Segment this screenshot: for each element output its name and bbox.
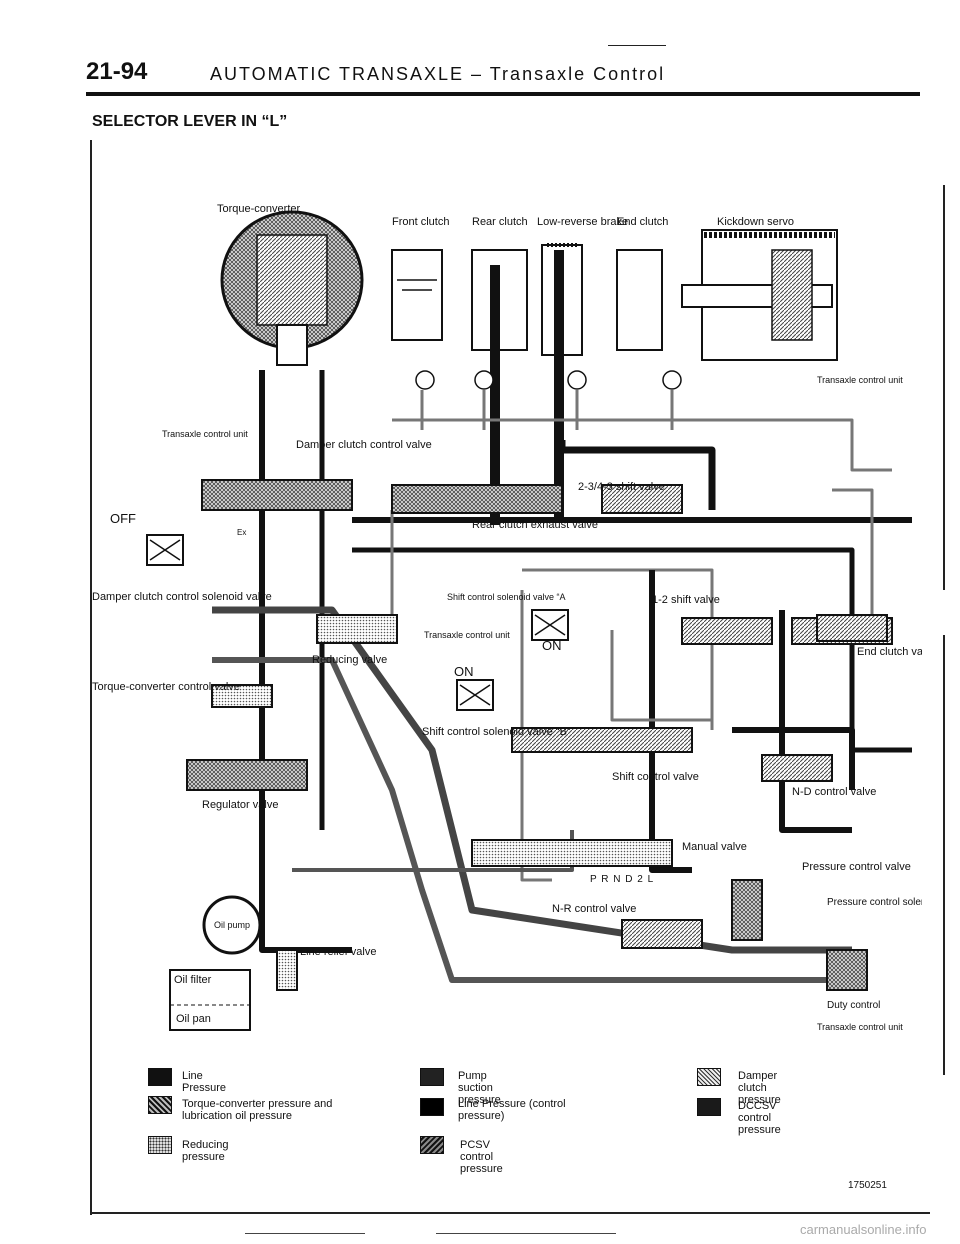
page-number: 21-94 bbox=[86, 58, 148, 85]
legend-swatch-dccsv bbox=[697, 1098, 721, 1116]
label-manual-valve: Manual valve bbox=[682, 841, 747, 853]
label-low-reverse-brake: Low-reverse brake bbox=[537, 216, 628, 228]
label-nd-control-valve: N-D control valve bbox=[792, 786, 876, 798]
regulator-valve-body bbox=[186, 759, 308, 791]
line-relief-valve bbox=[276, 949, 298, 991]
rear-clutch-assembly bbox=[471, 249, 528, 525]
bottom-rule bbox=[90, 1212, 930, 1214]
label-oil-pump: Oil pump bbox=[214, 920, 250, 930]
label-torque-converter: Torque-converter bbox=[217, 203, 300, 215]
manual-valve-body bbox=[471, 839, 673, 867]
label-shift-solenoid-b: Shift control solenoid valve “B” bbox=[422, 726, 571, 738]
label-shift-valve-12: 1-2 shift valve bbox=[652, 594, 720, 606]
nr-control-valve-body bbox=[621, 919, 703, 949]
kickdown-servo-assembly bbox=[681, 229, 838, 361]
label-damper-clutch-control-valve: Damper clutch control valve bbox=[296, 439, 432, 451]
legend-swatch-tc-pressure bbox=[148, 1096, 172, 1114]
label-shift-control-valve: Shift control valve bbox=[612, 771, 699, 783]
damper-clutch-control-valve-body bbox=[201, 479, 353, 511]
oil-filter-and-pan bbox=[169, 969, 251, 1031]
label-duty-control: Duty control bbox=[827, 1000, 880, 1011]
legend-swatch-pump-suction bbox=[420, 1068, 444, 1086]
oil-pump bbox=[202, 895, 262, 955]
legend-label-tc-pressure: Torque-converter pressure and lubricatio… bbox=[182, 1098, 333, 1122]
label-end-clutch: End clutch bbox=[617, 216, 668, 228]
shift-valve-234-3-body bbox=[391, 484, 683, 514]
front-clutch-assembly bbox=[391, 249, 443, 390]
figure-number: 1750251 bbox=[848, 1180, 887, 1191]
end-clutch-assembly bbox=[616, 249, 682, 390]
dccsv-solenoid bbox=[146, 534, 184, 566]
legend-label-reducing-pressure: Reducing pressure bbox=[182, 1139, 229, 1163]
section-title: SELECTOR LEVER IN “L” bbox=[92, 113, 288, 130]
label-on-1: ON bbox=[542, 638, 562, 653]
pressure-control-valve-body bbox=[731, 879, 763, 941]
label-shift-valve-234-3: 2-3/4-3 shift valve bbox=[578, 481, 665, 493]
legend-label-pcsv-pressure: PCSV control pressure bbox=[460, 1139, 503, 1175]
legend-swatch-pcsv-pressure bbox=[420, 1136, 444, 1154]
label-end-clutch-valve: End clutch valve bbox=[857, 646, 922, 658]
label-tcu-3: Transaxle control unit bbox=[424, 630, 510, 640]
label-front-clutch: Front clutch bbox=[392, 216, 449, 228]
label-pcsv: Pressure control solenoid valve bbox=[827, 897, 922, 908]
legend-swatch-line-pressure bbox=[148, 1068, 172, 1086]
legend-swatch-line-control-pressure bbox=[420, 1098, 444, 1116]
label-prnd2l: P R N D 2 L bbox=[590, 874, 654, 885]
label-on-2: ON bbox=[454, 664, 474, 679]
torque-converter bbox=[220, 210, 364, 366]
pcsv-solenoid-body bbox=[826, 949, 868, 991]
legend-label-dccsv: DCCSV control pressure bbox=[738, 1100, 781, 1136]
hydraulic-lines bbox=[212, 370, 912, 983]
left-border bbox=[90, 140, 92, 1215]
label-tcu-2: Transaxle control unit bbox=[162, 429, 248, 439]
shift-control-valve-body bbox=[511, 727, 693, 753]
reducing-valve-body bbox=[316, 614, 398, 644]
right-border-lower bbox=[943, 635, 945, 1075]
label-oil-pan: Oil pan bbox=[176, 1013, 211, 1025]
label-dccsv: Damper clutch control solenoid valve bbox=[92, 591, 272, 603]
legend-label-damper-clutch: Damper clutch pressure bbox=[738, 1070, 781, 1106]
watermark: carmanualsonline.info bbox=[800, 1222, 927, 1237]
torque-converter-control-valve-body bbox=[211, 684, 273, 708]
end-clutch-valve-body bbox=[816, 614, 888, 642]
label-shift-solenoid-a: Shift control solenoid valve “A bbox=[447, 592, 566, 602]
label-reducing-valve: Reducing valve bbox=[312, 654, 387, 666]
bottom-line-left bbox=[245, 1233, 365, 1234]
shift-solenoid-a bbox=[531, 609, 569, 641]
label-ex: Ex bbox=[237, 528, 246, 537]
header-rule bbox=[86, 92, 920, 96]
label-tcu-4: Transaxle control unit bbox=[817, 1022, 903, 1032]
label-line-relief-valve: Line relief valve bbox=[300, 946, 376, 958]
label-regulator-valve: Regulator valve bbox=[202, 799, 278, 811]
legend-label-line-pressure: Line Pressure bbox=[182, 1070, 227, 1094]
label-tcu-1: Transaxle control unit bbox=[817, 375, 903, 385]
nd-control-valve-body bbox=[761, 754, 833, 782]
label-kickdown-servo: Kickdown servo bbox=[717, 216, 794, 228]
legend-label-pump-suction: Pump suction pressure bbox=[458, 1070, 501, 1106]
label-nr-control-valve: N-R control valve bbox=[552, 903, 636, 915]
legend-swatch-damper-clutch bbox=[697, 1068, 721, 1086]
label-rear-clutch: Rear clutch bbox=[472, 216, 528, 228]
legend-swatch-reducing-pressure bbox=[148, 1136, 172, 1154]
right-border-upper bbox=[943, 185, 945, 590]
label-oil-filter: Oil filter bbox=[174, 974, 212, 986]
header-top-line bbox=[608, 45, 666, 46]
shift-solenoid-b bbox=[456, 679, 494, 711]
hydraulic-circuit-diagram: Torque-converter Front clutch Rear clutc… bbox=[92, 203, 922, 1032]
label-rear-clutch-exhaust-valve: Rear clutch exhaust valve bbox=[472, 519, 598, 531]
legend-label-line-control-pressure: Line Pressure (control pressure) bbox=[458, 1098, 566, 1122]
bottom-line-right bbox=[436, 1233, 616, 1234]
low-reverse-brake-assembly bbox=[541, 243, 587, 520]
page-title: AUTOMATIC TRANSAXLE – Transaxle Control bbox=[210, 64, 666, 84]
label-pressure-control-valve: Pressure control valve bbox=[802, 861, 911, 873]
label-tc-control-valve: Torque-converter control valve bbox=[92, 681, 240, 693]
label-off: OFF bbox=[110, 511, 136, 526]
